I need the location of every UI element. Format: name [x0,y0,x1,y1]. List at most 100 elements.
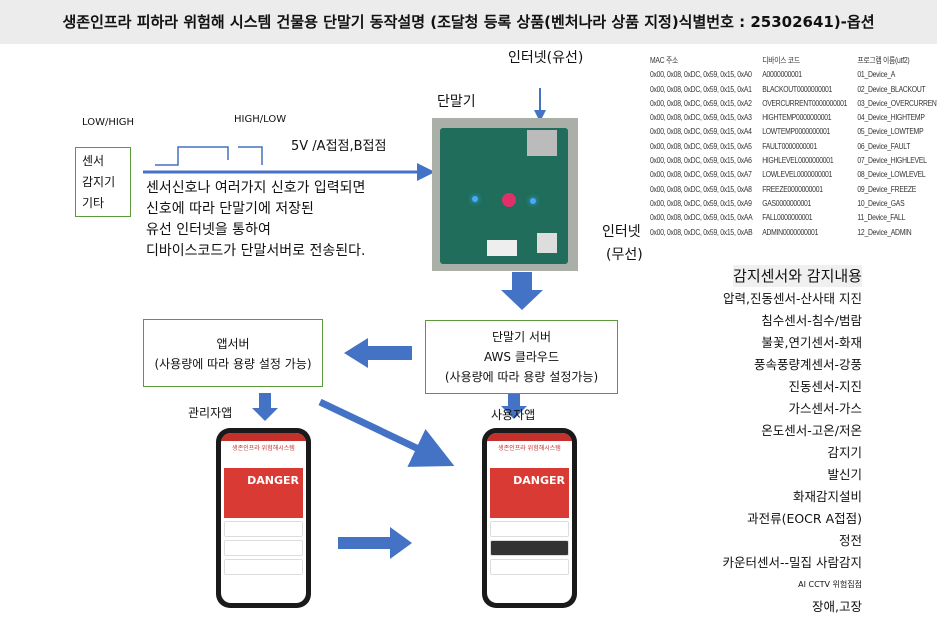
terminal-server-cloud: AWS 클라우드 [483,350,559,364]
sensor-item: AI CCTV 위험집점 [798,580,862,589]
terminal-server-box: 단말기 서버 AWS 클라우드 (사용량에 따라 용량 설정가능) [425,320,618,394]
table-cell: OVERCURRENT0000000001 [762,98,848,108]
sensor-item: 정전 [838,533,862,548]
table-cell: 0x00, 0x08, 0xDC, 0x59, 0x15, 0xAA [650,213,753,223]
sensor-item: 발신기 [827,467,862,482]
table-cell: A0000000001 [762,70,802,80]
app-server-box: 앱서버 (사용량에 따라 용량 설정 가능) [143,319,323,387]
sensor-item: 진동센서-지진 [788,379,862,394]
table-cell: 0x00, 0x08, 0xDC, 0x59, 0x15, 0xA0 [650,70,752,80]
danger-banner: DANGER [490,468,569,518]
sensor-box-line: 감지기 [82,175,116,189]
table-cell: 0x00, 0x08, 0xDC, 0x59, 0x15, 0xA2 [650,98,752,108]
table-cell: 0x00, 0x08, 0xDC, 0x59, 0x15, 0xA6 [650,156,752,166]
table-cell: 프로그램 이름(utf2) [857,56,910,65]
app-title: 생존인프라 위험해시스템 [232,445,295,452]
sensor-item: 장애,고장 [812,599,862,614]
internet-wireless-label: 인터넷 [602,224,641,240]
table-cell: 08_Device_LOWLEVEL [857,170,926,180]
table-row: 0x00, 0x08, 0xDC, 0x59, 0x15, 0xA7 LOWLEV… [650,168,937,182]
table-cell: 0x00, 0x08, 0xDC, 0x59, 0x15, 0xA7 [650,170,752,180]
user-app-phone: 생존인프라 위험해시스템 DANGER [482,428,577,608]
table-row: 0x00, 0x08, 0xDC, 0x59, 0x15, 0xA6 HIGHLE… [650,154,937,168]
app-server-title: 앱서버 [216,337,250,351]
desc-line: 디바이스코드가 단말서버로 전송된다. [146,243,366,259]
table-cell: 07_Device_HIGHLEVEL [857,156,927,166]
sensor-box-line: 기타 [82,196,105,210]
table-cell: LOWTEMP0000000001 [762,127,831,137]
table-row: 0x00, 0x08, 0xDC, 0x59, 0x15, 0xA2 OVERCU… [650,97,937,111]
page-title: 생존인프라 피하라 위험해 시스템 건물용 단말기 동작설명 (조달청 등록 상… [0,0,937,44]
signal-waveform-2 [238,146,263,165]
admin-app-label: 관리자앱 [188,406,233,420]
sensor-item: 과전류(EOCR A접점) [747,511,862,526]
terminal-device-photo [432,118,578,271]
arrow-server-to-appserver [344,338,412,368]
table-cell: 06_Device_FAULT [857,141,911,151]
table-cell: 01_Device_A [857,70,896,80]
table-cell: FAULT0000000001 [762,141,817,151]
table-cell: 12_Device_ADMIN [857,227,912,237]
contact-label: 5V /A접점,B접점 [291,139,387,154]
table-cell: 05_Device_LOWTEMP [857,127,924,137]
arrow-terminal-to-server [501,272,543,310]
app-server-note: (사용량에 따라 용량 설정 가능) [154,357,312,371]
sensor-item: 불꽃,연기센서-화재 [761,335,862,350]
danger-text: DANGER [247,474,299,487]
sensor-item: 침수센서-침수/범람 [761,313,862,328]
arrow-server-to-user [501,392,527,419]
table-cell: 03_Device_OVERCURRENT [857,98,937,108]
low-high-label: LOW/HIGH [82,117,135,128]
table-cell: HIGHLEVEL0000000001 [762,156,834,166]
arrow-appserver-to-admin [252,393,278,421]
high-low-label: HIGH/LOW [234,114,287,125]
sensor-item: 가스센서-가스 [788,401,862,416]
sensor-item: 감지기 [827,445,862,460]
app-title: 생존인프라 위험해시스템 [498,445,561,452]
table-cell: 04_Device_HIGHTEMP [857,113,925,123]
description: 센서신호나 여러가지 신호가 입력되면 신호에 따라 단말기에 저장된 유선 인… [146,178,365,262]
table-cell: FALL0000000001 [762,213,813,223]
danger-text: DANGER [513,474,565,487]
table-row: 0x00, 0x08, 0xDC, 0x59, 0x15, 0xAA FALL00… [650,211,937,225]
arrow-appserver-to-user [318,398,455,467]
table-cell: 09_Device_FREEZE [857,184,917,194]
desc-line: 센서신호나 여러가지 신호가 입력되면 [146,180,366,196]
sensor-list-heading: 감지센서와 감지내용 [733,265,862,287]
table-cell: LOWLEVEL0000000001 [762,170,833,180]
table-cell: 11_Device_FALL [857,213,906,223]
table-row: 0x00, 0x08, 0xDC, 0x59, 0x15, 0xA0 A00000… [650,68,937,82]
danger-banner: DANGER [224,468,303,518]
sensor-item: 온도센서-고온/저온 [761,423,862,438]
table-cell: 02_Device_BLACKOUT [857,84,926,94]
internet-wired-label: 인터넷(유선) [508,50,584,66]
sensor-box: 센서 감지기 기타 [75,147,131,217]
sensor-item: 압력,진동센서-산사태 지진 [723,291,862,306]
sensor-item: 풍속풍량계센서-강풍 [753,357,862,372]
signal-waveform [155,146,229,166]
sensor-item: 카운터센서--밀집 사람감지 [722,555,863,570]
table-cell: GAS0000000001 [762,198,812,208]
user-app-label: 사용자앱 [491,408,536,422]
internet-wireless-label-2: (무선) [606,247,643,263]
table-cell: 0x00, 0x08, 0xDC, 0x59, 0x15, 0xAB [650,227,753,237]
table-cell: 0x00, 0x08, 0xDC, 0x59, 0x15, 0xA1 [650,84,752,94]
table-cell: MAC 주소 [650,56,678,65]
terminal-server-note: (사용량에 따라 용량 설정가능) [444,370,599,384]
table-cell: HIGHTEMP0000000001 [762,113,832,123]
table-cell: FREEZE0000000001 [762,184,823,194]
admin-app-phone: 생존인프라 위험해시스템 DANGER [216,428,311,608]
desc-line: 유선 인터넷을 통하여 [146,222,271,238]
sensor-box-line: 센서 [82,154,105,168]
table-cell: 10_Device_GAS [857,198,905,208]
